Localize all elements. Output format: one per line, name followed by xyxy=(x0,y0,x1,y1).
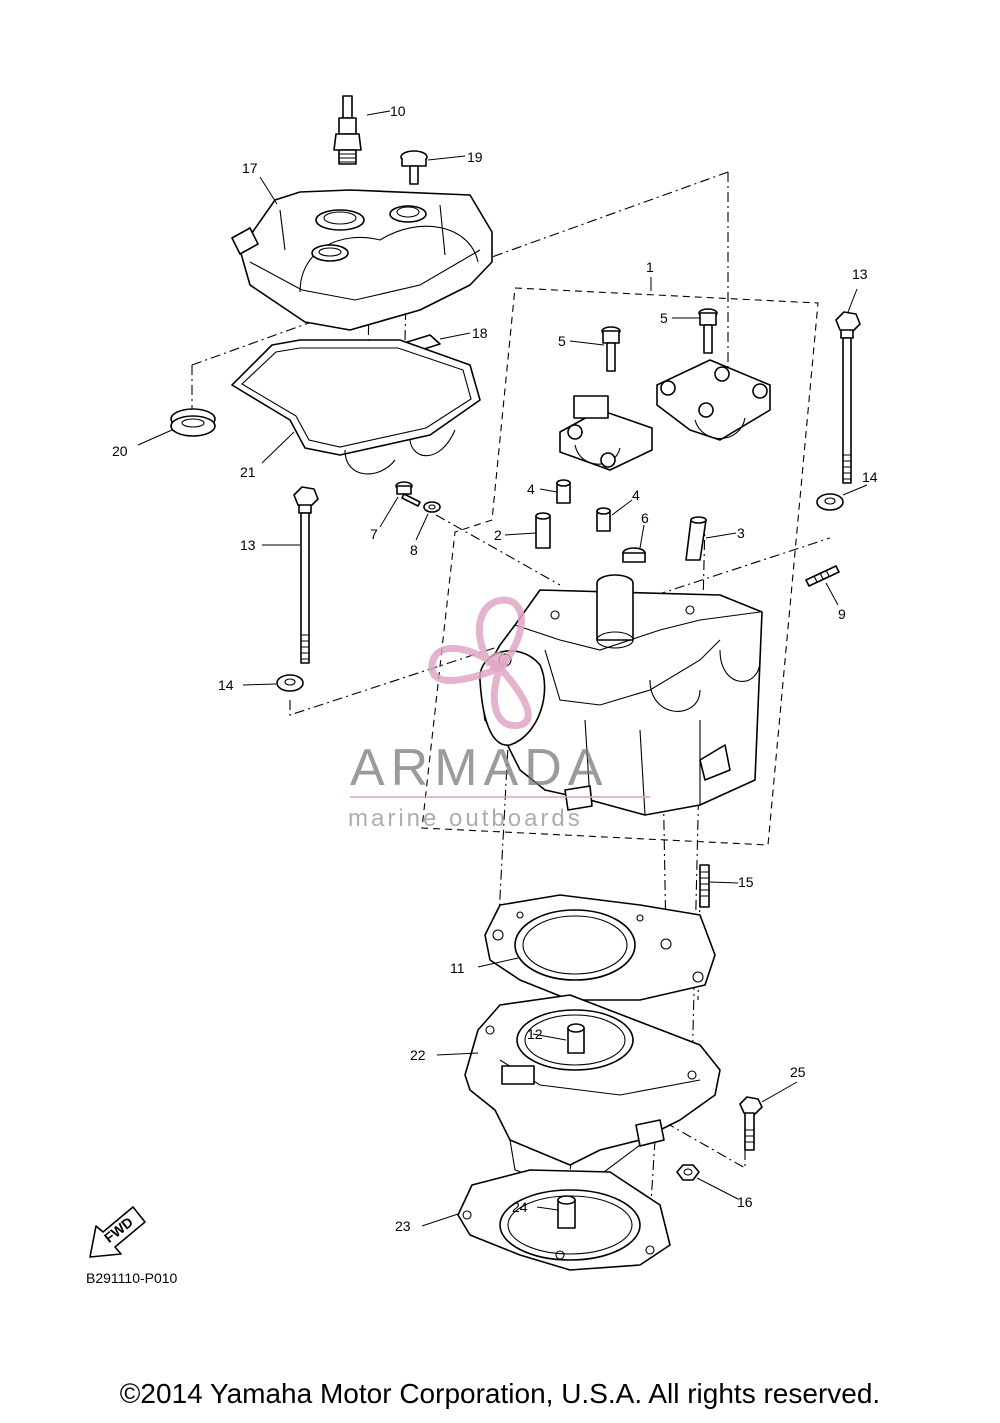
cylinder xyxy=(464,994,721,1186)
watermark-tagline: marine outboards xyxy=(348,805,583,832)
nut-16 xyxy=(676,1164,700,1181)
callout-14a: 14 xyxy=(862,469,878,485)
callout-12: 12 xyxy=(527,1026,543,1042)
callout-8: 8 xyxy=(410,542,418,558)
callout-24: 24 xyxy=(512,1199,528,1215)
camshaft-cap-left xyxy=(559,395,653,471)
stud-bolt-9 xyxy=(805,565,840,587)
dowel-pin-24 xyxy=(557,1195,576,1229)
callout-13b: 13 xyxy=(240,537,256,553)
callout-4b: 4 xyxy=(632,487,640,503)
diagram-code: B291110-P010 xyxy=(86,1270,178,1286)
callout-10: 10 xyxy=(390,103,406,119)
leader-lines xyxy=(137,110,868,1227)
callout-1: 1 xyxy=(646,259,654,275)
dowel-pin-lower xyxy=(596,507,611,532)
callout-2: 2 xyxy=(494,527,502,543)
stud-bolt-15 xyxy=(699,864,710,908)
cover-gasket xyxy=(231,339,481,475)
watermark-brand: ARMADA xyxy=(350,739,608,797)
callout-4a: 4 xyxy=(527,481,535,497)
callout-17: 17 xyxy=(242,160,258,176)
washer-14-left xyxy=(276,674,304,692)
head-gasket xyxy=(484,894,716,1001)
watermark-flower-icon xyxy=(428,596,532,729)
callout-13a: 13 xyxy=(852,266,868,282)
callout-7: 7 xyxy=(370,526,378,542)
copyright-notice: ©2014 Yamaha Motor Corporation, U.S.A. A… xyxy=(119,1378,881,1409)
cover-bolt xyxy=(400,150,428,185)
head-bolt-left xyxy=(293,486,319,664)
assembly-boundary xyxy=(421,287,819,846)
callout-23: 23 xyxy=(395,1218,411,1234)
valve-guide-intake xyxy=(535,512,551,549)
callout-5a: 5 xyxy=(558,333,566,349)
callout-21: 21 xyxy=(240,464,256,480)
callout-9: 9 xyxy=(838,606,846,622)
head-bolt-right xyxy=(835,311,861,484)
cylinder-head-cover xyxy=(231,189,493,331)
callout-25: 25 xyxy=(790,1064,806,1080)
dowel-pin-12 xyxy=(567,1023,585,1054)
callout-18: 18 xyxy=(472,325,488,341)
camshaft-cap-right xyxy=(656,359,771,441)
dowel-pin-upper xyxy=(556,479,571,504)
washer-8 xyxy=(423,501,441,513)
cylinder-bolt-25 xyxy=(739,1096,763,1151)
cap-bolt-left xyxy=(601,326,621,372)
grommet xyxy=(170,408,216,437)
bolt-7 xyxy=(395,481,421,507)
callout-19: 19 xyxy=(467,149,483,165)
callout-3: 3 xyxy=(737,525,745,541)
valve-guide-exhaust xyxy=(685,516,707,561)
blind-plug xyxy=(622,547,646,563)
callout-16: 16 xyxy=(737,1194,753,1210)
callout-20: 20 xyxy=(112,443,128,459)
callout-14b: 14 xyxy=(218,677,234,693)
cylinder-head xyxy=(479,574,763,816)
armada-watermark: ARMADA marine outboards xyxy=(348,596,650,832)
forward-arrow-icon: FWD xyxy=(89,1206,146,1258)
cap-bolt-right xyxy=(698,308,718,354)
callout-11: 11 xyxy=(450,960,465,976)
spark-plug xyxy=(333,95,362,165)
callout-6: 6 xyxy=(641,510,649,526)
callout-5b: 5 xyxy=(660,310,668,326)
washer-14-right xyxy=(816,493,844,511)
callout-labels: 1 2 3 4 4 5 5 6 7 8 9 10 11 12 13 13 14 … xyxy=(112,103,878,1234)
callout-22: 22 xyxy=(410,1047,426,1063)
callout-15: 15 xyxy=(738,874,754,890)
